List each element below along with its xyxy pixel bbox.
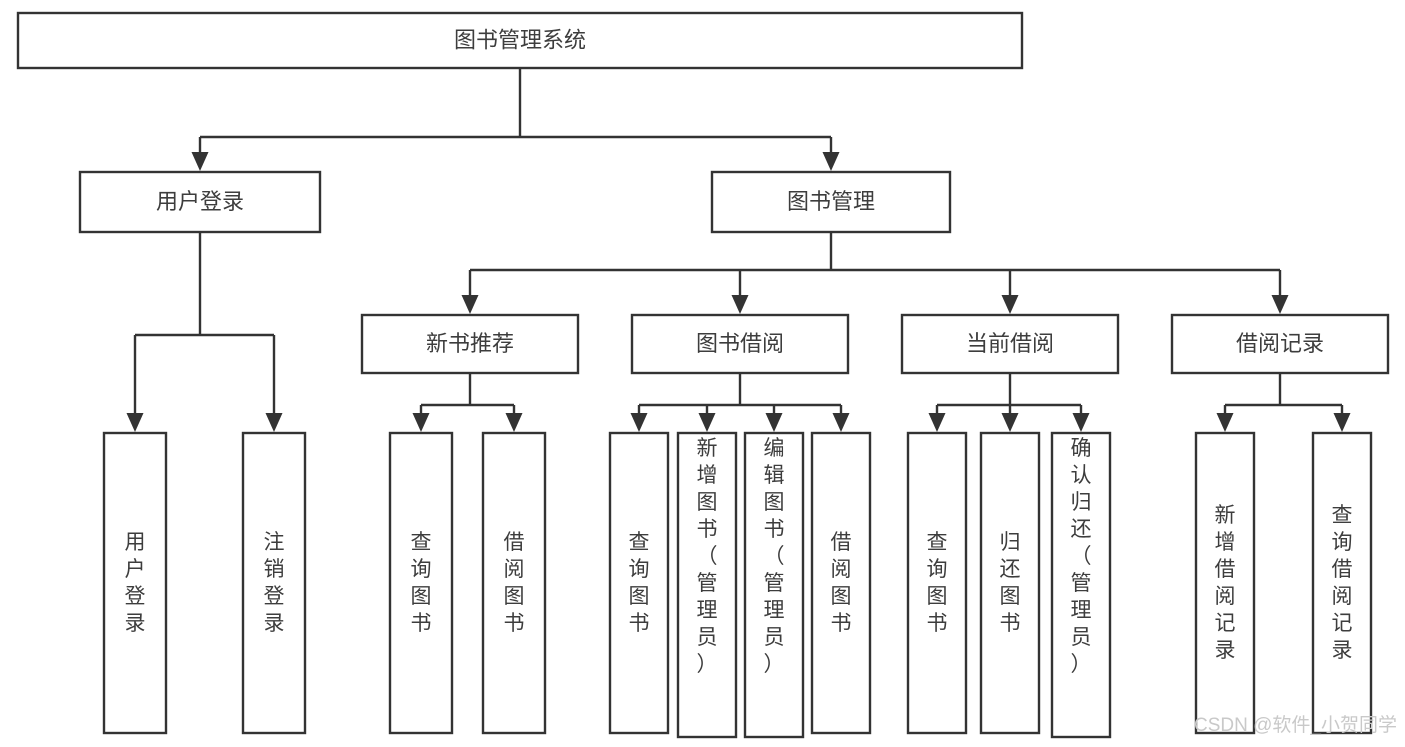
arrow-head-icon <box>928 413 946 432</box>
node-rect <box>810 431 872 735</box>
node-leaf-3[interactable]: 借阅图书 <box>481 431 547 735</box>
arrow-head-icon <box>265 413 283 432</box>
node-rect <box>608 431 670 735</box>
node-level2-0[interactable]: 用户登录 <box>78 170 322 234</box>
arrow-head-icon <box>731 295 749 314</box>
node-label: 查询图书 <box>927 531 948 635</box>
node-rect <box>630 313 850 375</box>
node-label: 查询借阅记录 <box>1332 504 1353 662</box>
node-label: 新书推荐 <box>426 331 514 356</box>
arrow-head-icon <box>1333 413 1351 432</box>
node-leaf-11[interactable]: 新增借阅记录 <box>1194 431 1256 735</box>
node-label: 查询图书 <box>411 531 432 635</box>
arrow-head-icon <box>1216 413 1234 432</box>
node-leaf-7[interactable]: 借阅图书 <box>810 431 872 735</box>
node-label: 借阅记录 <box>1236 331 1324 356</box>
node-root[interactable]: 图书管理系统 <box>16 11 1024 70</box>
arrow-head-icon <box>1001 295 1019 314</box>
arrow-head-icon <box>832 413 850 432</box>
node-level3-3[interactable]: 借阅记录 <box>1170 313 1390 375</box>
node-leaf-5[interactable]: 新增图书（管理员） <box>676 431 738 739</box>
node-leaf-12[interactable]: 查询借阅记录 <box>1311 431 1373 735</box>
node-leaf-8[interactable]: 查询图书 <box>906 431 968 735</box>
node-label: 确认归还（管理员） <box>1071 437 1092 676</box>
node-label: 图书管理 <box>787 189 875 214</box>
node-rect <box>906 431 968 735</box>
node-leaf-6[interactable]: 编辑图书（管理员） <box>743 431 805 739</box>
node-label: 图书管理系统 <box>454 27 586 52</box>
node-leaf-9[interactable]: 归还图书 <box>979 431 1041 735</box>
arrow-head-icon <box>765 413 783 432</box>
node-label: 归还图书 <box>1000 531 1021 635</box>
node-label: 图书借阅 <box>696 331 784 356</box>
boxes-layer: 图书管理系统用户登录图书管理新书推荐图书借阅当前借阅借阅记录用户登录注销登录查询… <box>16 11 1390 739</box>
node-label: 借阅图书 <box>504 531 525 635</box>
arrow-head-icon <box>630 413 648 432</box>
node-leaf-4[interactable]: 查询图书 <box>608 431 670 735</box>
node-rect <box>1050 431 1112 739</box>
arrow-head-icon <box>126 413 144 432</box>
node-label: 编辑图书（管理员） <box>764 437 785 676</box>
node-rect <box>1194 431 1256 735</box>
node-label: 用户登录 <box>125 531 146 635</box>
node-leaf-0[interactable]: 用户登录 <box>102 431 168 735</box>
arrow-head-icon <box>412 413 430 432</box>
node-label: 注销登录 <box>264 531 285 635</box>
node-leaf-10[interactable]: 确认归还（管理员） <box>1050 431 1112 739</box>
node-rect <box>388 431 454 735</box>
arrow-head-icon <box>822 152 840 171</box>
node-label: 用户登录 <box>156 189 244 214</box>
csdn-watermark: CSDN @软件_小贺同学 <box>1194 714 1397 736</box>
arrow-head-icon <box>461 295 479 314</box>
node-level3-0[interactable]: 新书推荐 <box>360 313 580 375</box>
node-rect <box>1170 313 1390 375</box>
arrow-head-icon <box>1072 413 1090 432</box>
node-rect <box>360 313 580 375</box>
node-level2-1[interactable]: 图书管理 <box>710 170 952 234</box>
node-level3-2[interactable]: 当前借阅 <box>900 313 1120 375</box>
node-rect <box>900 313 1120 375</box>
node-rect <box>102 431 168 735</box>
node-label: 新增图书（管理员） <box>697 437 718 676</box>
node-rect <box>743 431 805 739</box>
arrow-head-icon <box>1001 413 1019 432</box>
node-leaf-2[interactable]: 查询图书 <box>388 431 454 735</box>
node-leaf-1[interactable]: 注销登录 <box>241 431 307 735</box>
arrow-head-icon <box>1271 295 1289 314</box>
node-rect <box>481 431 547 735</box>
node-rect <box>710 170 952 234</box>
node-rect <box>78 170 322 234</box>
node-label: 当前借阅 <box>966 331 1054 356</box>
node-rect <box>241 431 307 735</box>
node-rect <box>1311 431 1373 735</box>
node-label: 借阅图书 <box>831 531 852 635</box>
node-rect <box>979 431 1041 735</box>
node-rect <box>676 431 738 739</box>
node-label: 查询图书 <box>629 531 650 635</box>
connectors-layer <box>126 68 1351 432</box>
node-level3-1[interactable]: 图书借阅 <box>630 313 850 375</box>
node-label: 新增借阅记录 <box>1215 504 1236 662</box>
arrow-head-icon <box>505 413 523 432</box>
arrow-head-icon <box>191 152 209 171</box>
arrow-head-icon <box>698 413 716 432</box>
node-rect <box>16 11 1024 70</box>
